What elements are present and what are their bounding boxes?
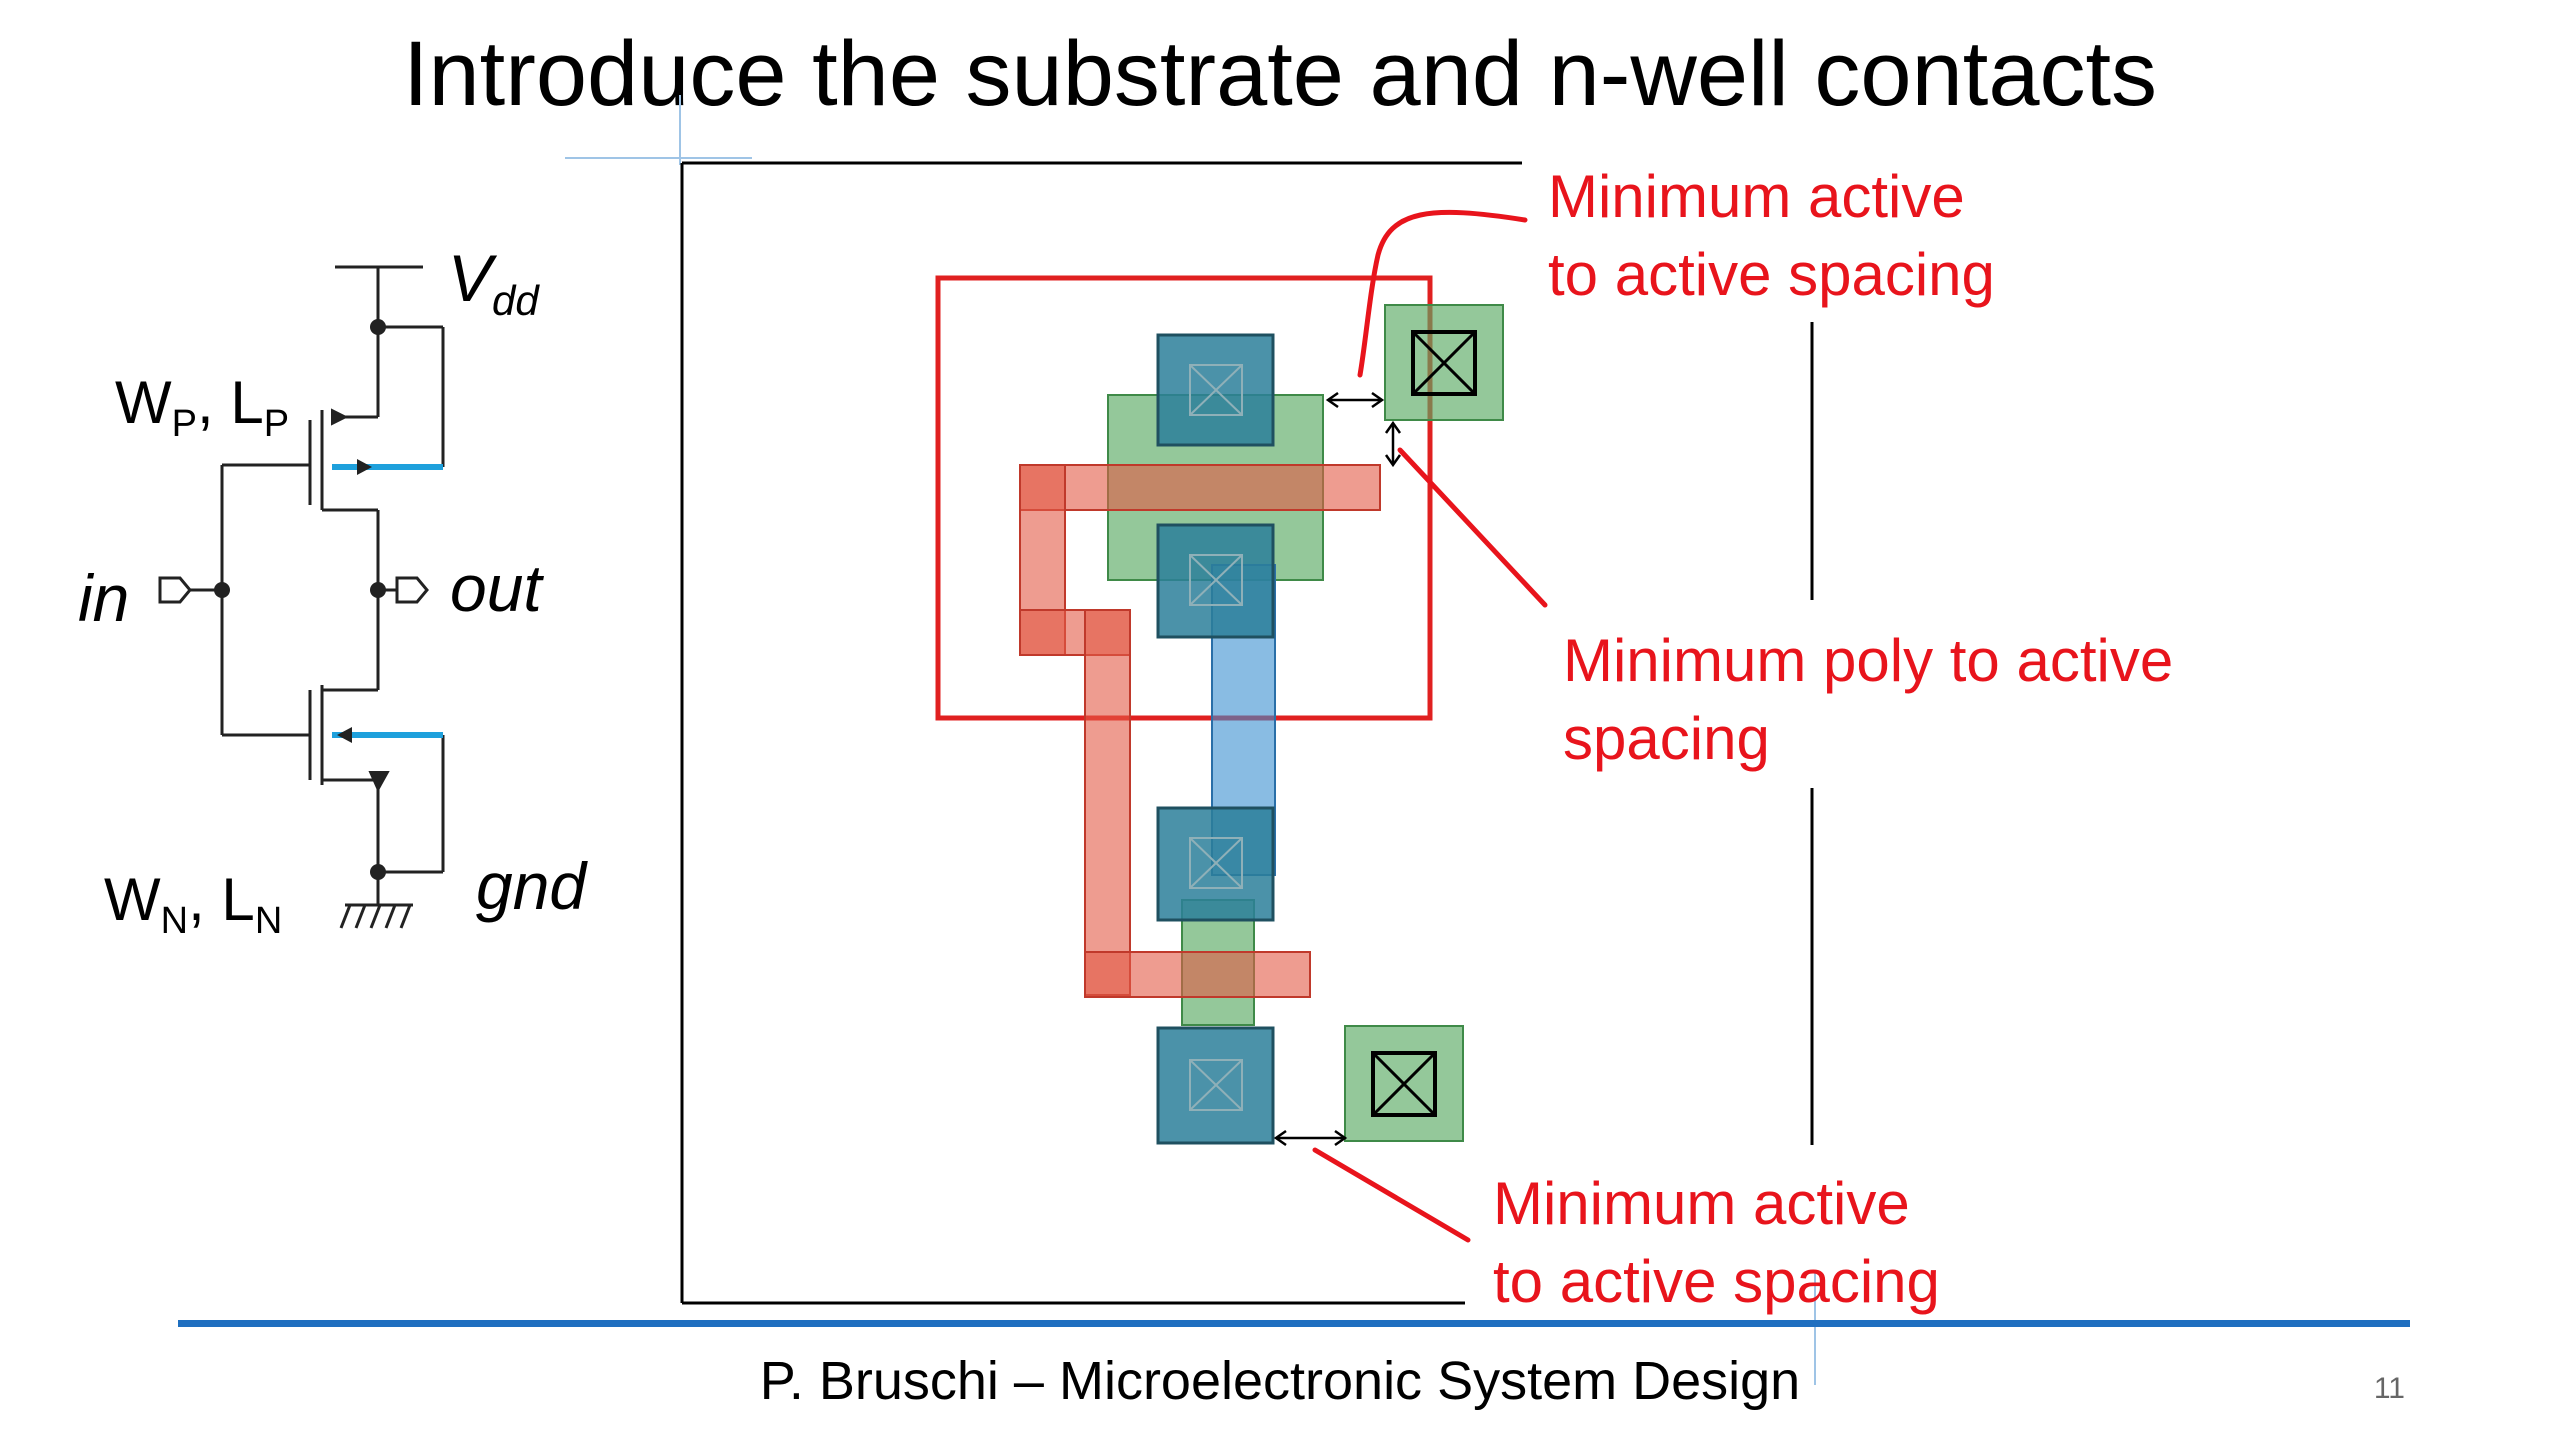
bulk-connections bbox=[332, 464, 443, 738]
contact-substrate bbox=[1371, 1051, 1437, 1117]
contact-nmos-source bbox=[1156, 1026, 1275, 1145]
gnd-label: gnd bbox=[476, 849, 587, 923]
leader-bottom bbox=[1312, 1147, 1471, 1243]
out-label: out bbox=[450, 551, 542, 625]
poly-layer bbox=[1019, 464, 1381, 998]
annotation-top-right-line1: Minimum active bbox=[1548, 163, 1965, 230]
annotation-leaders bbox=[1312, 209, 1548, 1243]
annotation-middle-line2: spacing bbox=[1563, 705, 1770, 772]
schematic-nodes bbox=[214, 319, 386, 880]
vdd-label: Vdd bbox=[448, 241, 539, 325]
annotation-middle-line1: Minimum poly to active bbox=[1563, 627, 2174, 694]
contact-pmos-drain bbox=[1156, 523, 1275, 639]
bulk-arrows bbox=[337, 459, 372, 743]
pmos-size-label: WP, LP bbox=[115, 369, 290, 445]
contact-nmos-drain bbox=[1156, 806, 1275, 922]
footer-text: P. Bruschi – Microelectronic System Desi… bbox=[759, 1351, 1801, 1411]
annotation-top-right: Minimum active to active spacing bbox=[1548, 158, 1995, 314]
annotation-bottom-line1: Minimum active bbox=[1493, 1170, 1910, 1237]
n-well-outline bbox=[935, 275, 1433, 721]
leader-middle bbox=[1397, 447, 1548, 608]
annotation-bottom: Minimum active to active spacing bbox=[1493, 1165, 1940, 1321]
leader-top-right bbox=[1357, 209, 1528, 378]
footer-rule bbox=[178, 1320, 2410, 1327]
contact-n-well bbox=[1411, 330, 1477, 396]
poly-nmos-gate bbox=[1084, 951, 1311, 998]
poly-pmos-gate bbox=[1019, 464, 1381, 511]
contacts bbox=[1156, 330, 1477, 1145]
annotation-bottom-line2: to active spacing bbox=[1493, 1248, 1940, 1315]
annotation-top-right-line2: to active spacing bbox=[1548, 241, 1995, 308]
in-label: in bbox=[78, 561, 130, 635]
nmos-size-label: WN, LN bbox=[104, 866, 283, 942]
spacing-arrows bbox=[1273, 391, 1402, 1147]
slide-title: Introduce the substrate and n-well conta… bbox=[402, 23, 2158, 125]
inverter-schematic bbox=[158, 265, 445, 929]
transistor-arrows bbox=[331, 408, 390, 793]
annotation-middle: Minimum poly to active spacing bbox=[1563, 622, 2173, 778]
poly-center-vertical bbox=[1084, 609, 1131, 996]
layout-frame bbox=[680, 161, 1522, 1305]
page-number: 11 bbox=[2373, 1372, 2405, 1405]
contact-pmos-source bbox=[1156, 333, 1275, 447]
